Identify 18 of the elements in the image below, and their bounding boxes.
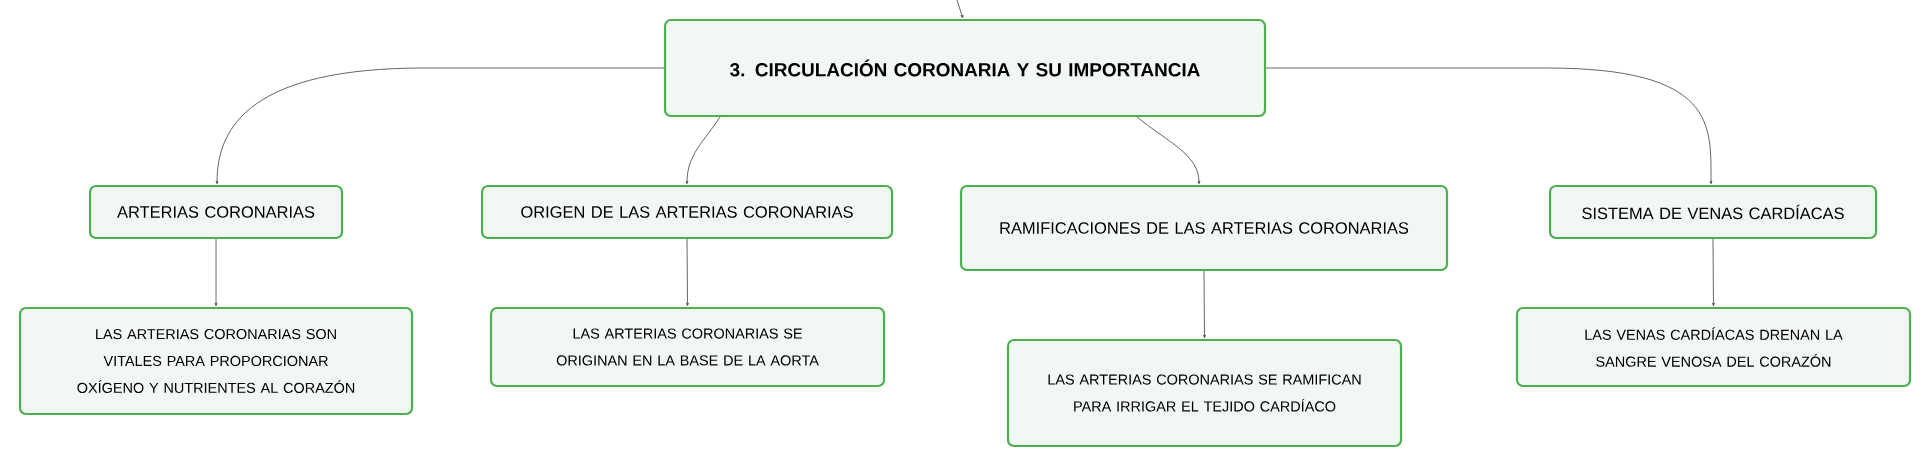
subtopic-box: RAMIFICACIONES DE LAS ARTERIAS CORONARIAS xyxy=(959,184,1449,272)
topic-box: 3. CIRCULACIÓN CORONARIA Y SU IMPORTANCIA xyxy=(663,18,1267,118)
arrow xyxy=(685,116,721,185)
arrow xyxy=(1136,116,1201,185)
arrow xyxy=(215,67,665,185)
detail-box: LAS ARTERIAS CORONARIAS SE ORIGINAN EN LA BASE DE LA AORTA xyxy=(489,306,886,388)
arrow xyxy=(686,238,689,307)
detail-box: LAS ARTERIAS CORONARIAS SON VITALES PARA PROPORCIONAR OXÍGENO Y NUTRIENTES AL CORAZÓN xyxy=(18,306,414,416)
arrow xyxy=(214,238,218,307)
arrow xyxy=(1265,67,1713,185)
arrow xyxy=(1712,238,1715,307)
subtopic-box: ORIGEN DE LAS ARTERIAS CORONARIAS xyxy=(480,184,894,240)
detail-box: LAS ARTERIAS CORONARIAS SE RAMIFICAN PARA IRRIGAR EL TEJIDO CARDÍACO xyxy=(1006,338,1403,448)
detail-box: LAS VENAS CARDÍACAS DRENAN LA SANGRE VENOSA DEL CORAZÓN xyxy=(1515,306,1912,388)
subtopic-box: SISTEMA DE VENAS CARDÍACAS xyxy=(1548,184,1878,240)
arrow xyxy=(1203,270,1206,339)
subtopic-box: ARTERIAS CORONARIAS xyxy=(88,184,344,240)
arrow xyxy=(956,0,964,19)
